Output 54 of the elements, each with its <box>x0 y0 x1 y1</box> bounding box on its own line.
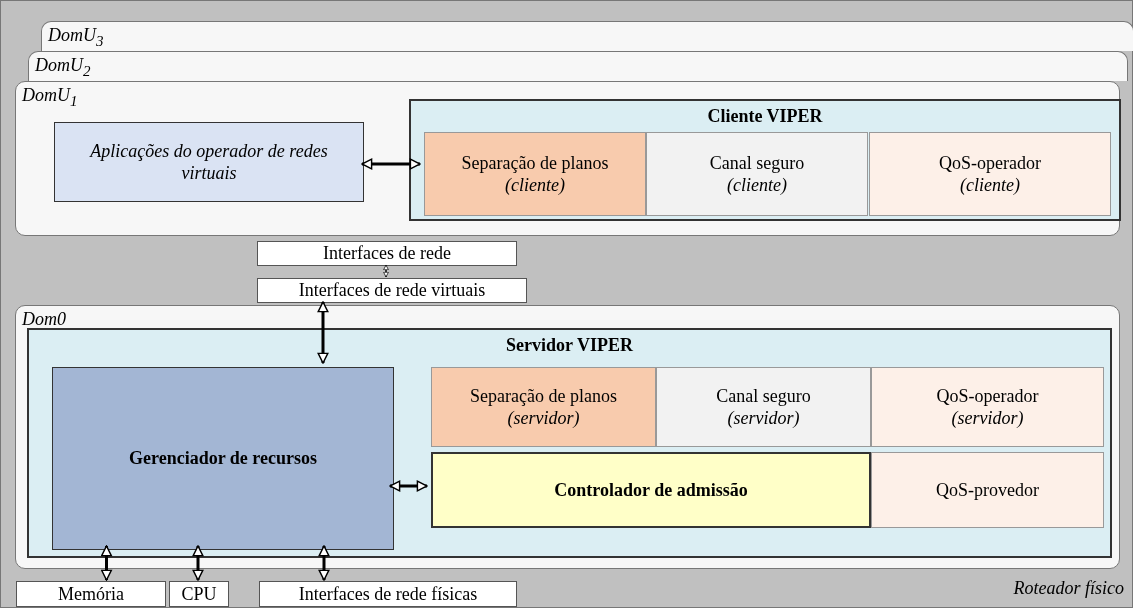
box-label: Canal seguro <box>709 151 805 174</box>
component-box <box>424 132 646 216</box>
double-arrow <box>317 301 329 364</box>
component-box <box>431 452 871 528</box>
group-panel <box>28 51 1128 81</box>
component-box <box>869 132 1111 216</box>
box-label: Controlador de admissão <box>554 478 748 502</box>
group-title: DomU$_{1}$ <box>22 84 78 111</box>
box-subtitle: (servidor) <box>951 407 1024 430</box>
box-label: QoS-operador <box>936 384 1039 407</box>
component-box <box>169 581 229 607</box>
group-panel <box>41 21 1133 51</box>
box-label: Interfaces de rede virtuais <box>298 279 486 302</box>
component-box <box>52 367 394 550</box>
box-label: Interfaces de rede <box>323 242 451 265</box>
component-box <box>257 278 527 303</box>
double-arrow <box>389 480 428 492</box>
component-box <box>54 122 364 202</box>
group-title: Roteador físico <box>1013 576 1124 599</box>
group-title: DomU$_{3}$ <box>48 24 104 51</box>
box-label: Aplicações do operador de redes virtuais <box>88 139 329 185</box>
box-subtitle: (cliente) <box>727 174 787 197</box>
box-subtitle: (cliente) <box>960 174 1020 197</box>
component-box <box>16 581 166 607</box>
box-label: Separação de planos <box>461 151 609 174</box>
component-box <box>656 367 871 447</box>
box-subtitle: (cliente) <box>505 174 565 197</box>
double-arrow <box>361 158 421 170</box>
double-arrow <box>101 545 112 581</box>
box-label: QoS-operador <box>939 151 1041 174</box>
component-box <box>871 452 1104 528</box>
group-panel <box>409 99 1121 221</box>
box-label: QoS-provedor <box>936 478 1039 502</box>
group-title: Servidor VIPER <box>505 334 634 357</box>
component-box <box>646 132 868 216</box>
double-arrow <box>318 545 330 581</box>
group-panel <box>15 81 1120 236</box>
box-label: CPU <box>181 582 217 606</box>
group-title: DomU$_{2}$ <box>35 54 91 81</box>
box-label: Memória <box>58 582 124 606</box>
component-box <box>871 367 1104 447</box>
component-box <box>259 581 517 607</box>
component-box <box>431 367 656 447</box>
box-label: Gerenciador de recursos <box>129 447 317 470</box>
box-label: Separação de planos <box>470 384 617 407</box>
group-title: Cliente VIPER <box>706 105 824 128</box>
box-label: Canal seguro <box>716 384 811 407</box>
double-arrow <box>383 264 389 278</box>
component-box <box>257 241 517 266</box>
box-subtitle: (servidor) <box>727 407 800 430</box>
box-subtitle: (servidor) <box>507 407 580 430</box>
double-arrow <box>192 545 204 581</box>
box-label: Interfaces de rede físicas <box>298 582 478 606</box>
group-title: Dom0 <box>22 308 66 331</box>
